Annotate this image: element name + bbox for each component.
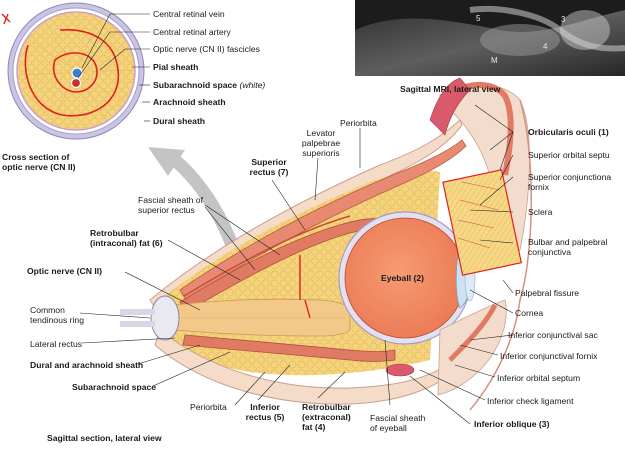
label-subarachnoid-space: Subarachnoid space (white) bbox=[153, 80, 265, 90]
orbit-section bbox=[120, 77, 532, 411]
subarachnoid-space-note: (white) bbox=[239, 80, 266, 90]
label-mri-caption: Sagittal MRI, lateral view bbox=[400, 84, 501, 94]
label-inferior-check-ligament: Inferior check ligament bbox=[487, 396, 574, 406]
label-optic-nerve: Optic nerve (CN II) bbox=[27, 266, 102, 276]
label-cross-section-title-2: optic nerve (CN II) bbox=[2, 162, 76, 172]
label-orbicularis-oculi: Orbicularis oculi (1) bbox=[528, 127, 609, 137]
label-fascial-sheath-sr-1: Fascial sheath of bbox=[138, 195, 203, 205]
label-retrobulbar-extraconal-2: (extraconal) bbox=[302, 412, 351, 422]
label-retrobulbar-intraconal-1: Retrobulbar bbox=[90, 228, 139, 238]
label-inferior-conj-sac: Inferior conjunctival sac bbox=[508, 330, 598, 340]
label-superior-conj-fornix-2: fornix bbox=[528, 182, 550, 192]
label-levator-1: Levator bbox=[306, 128, 336, 138]
label-retrobulbar-intraconal-2: (intraconal) fat (6) bbox=[90, 238, 163, 248]
label-subarachnoid-space-lower: Subarachnoid space bbox=[72, 382, 157, 392]
label-central-retinal-vein: Central retinal vein bbox=[153, 9, 225, 19]
label-eyeball: Eyeball (2) bbox=[381, 273, 424, 283]
label-central-retinal-artery: Central retinal artery bbox=[153, 27, 231, 37]
label-sagittal-caption: Sagittal section, lateral view bbox=[47, 433, 162, 443]
label-inferior-rectus-1: Inferior bbox=[250, 402, 280, 412]
label-bulbar-palpebral-2: conjunctiva bbox=[528, 247, 571, 257]
label-sclera: Sclera bbox=[528, 207, 553, 217]
label-pial-sheath: Pial sheath bbox=[153, 62, 199, 72]
mri-image bbox=[355, 0, 625, 76]
reference-arrow-head bbox=[148, 147, 185, 176]
label-periorbita-top: Periorbita bbox=[340, 118, 377, 128]
leader-lines bbox=[77, 13, 514, 425]
label-superior-rectus-2: rectus (7) bbox=[249, 167, 289, 177]
label-optic-nerve-fascicles: Optic nerve (CN II) fascicles bbox=[153, 44, 260, 54]
mri-label-5: 5 bbox=[476, 14, 481, 23]
label-inferior-orbital-septum: Inferior orbital septum bbox=[497, 373, 581, 383]
label-dural-arachnoid-sheath: Dural and arachnoid sheath bbox=[30, 360, 144, 370]
label-superior-orbital-septum: Superior orbital septu bbox=[528, 150, 610, 160]
label-lateral-rectus: Lateral rectus bbox=[30, 339, 83, 349]
label-fascial-sheath-eyeball-2: of eyeball bbox=[370, 423, 407, 433]
label-retrobulbar-extraconal-1: Retrobulbar bbox=[302, 402, 351, 412]
label-levator-3: superioris bbox=[302, 148, 340, 158]
label-inferior-rectus-2: rectus (5) bbox=[245, 412, 285, 422]
mri-label-m: M bbox=[491, 56, 498, 65]
label-periorbita-bottom: Periorbita bbox=[190, 402, 227, 412]
cross-section-optic-nerve bbox=[1, 2, 145, 140]
label-palpebral-fissure: Palpebral fissure bbox=[515, 288, 580, 298]
label-cornea: Cornea bbox=[515, 308, 544, 318]
label-inferior-oblique: Inferior oblique (3) bbox=[474, 419, 550, 429]
mri-label-4: 4 bbox=[543, 42, 548, 51]
label-fascial-sheath-sr-2: superior rectus bbox=[138, 205, 195, 215]
label-superior-rectus-1: Superior bbox=[251, 157, 287, 167]
label-inferior-conj-fornix: Inferior conjunctival fornix bbox=[500, 351, 598, 361]
label-superior-conj-fornix-1: Superior conjunctiona bbox=[528, 172, 612, 182]
mri-label-3: 3 bbox=[561, 15, 566, 24]
label-bulbar-palpebral-1: Bulbar and palpebral bbox=[528, 237, 608, 247]
label-cross-section-title-1: Cross section of bbox=[2, 152, 70, 162]
label-levator-2: palpebrae bbox=[301, 138, 341, 148]
label-common-tendinous-1: Common bbox=[30, 305, 65, 315]
label-arachnoid-sheath: Arachnoid sheath bbox=[153, 97, 226, 107]
subarachnoid-space-text: Subarachnoid space bbox=[153, 80, 238, 90]
label-fascial-sheath-eyeball-1: Fascial sheath bbox=[370, 413, 426, 423]
label-retrobulbar-extraconal-3: fat (4) bbox=[302, 422, 326, 432]
label-dural-sheath: Dural sheath bbox=[153, 116, 206, 126]
label-common-tendinous-2: tendinous ring bbox=[30, 315, 84, 325]
